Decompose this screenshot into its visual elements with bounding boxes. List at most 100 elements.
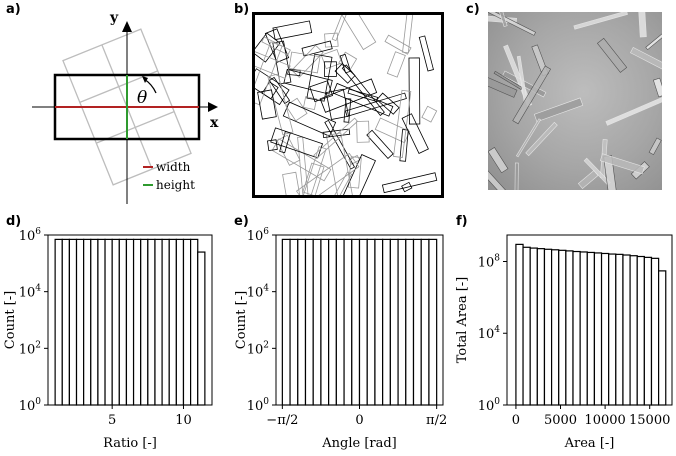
histogram-bar <box>397 238 407 406</box>
sample-rectangle <box>393 89 412 158</box>
sample-rectangle <box>401 113 429 154</box>
crystal-shape <box>630 46 662 81</box>
histogram-bar <box>320 238 330 406</box>
panel-label-b: b) <box>234 2 250 17</box>
x-tick-label: −π/2 <box>266 413 298 428</box>
sample-rectangle <box>347 88 379 102</box>
histogram-bar <box>168 238 177 406</box>
crystal-shape <box>488 147 509 174</box>
histogram-bar <box>118 238 128 406</box>
sample-rectangle <box>283 68 333 95</box>
y-tick-label: 100 <box>478 397 501 414</box>
histogram-bar <box>190 238 199 406</box>
synthetic-sample-image <box>252 12 444 198</box>
sample-rectangle <box>272 20 313 41</box>
crystal-shape <box>573 12 628 30</box>
histogram-bar <box>154 238 163 406</box>
sample-rectangle <box>344 92 407 117</box>
sample-rectangle <box>271 138 332 182</box>
sample-rectangle <box>402 12 415 54</box>
histogram-bar <box>132 238 142 406</box>
y-tick-label: 102 <box>19 340 41 357</box>
y-axis-label: Count [-] <box>234 291 249 349</box>
angle-symbol: θ <box>137 88 147 108</box>
histogram-bar <box>405 238 415 406</box>
sample-rectangle <box>338 12 377 51</box>
sample-rectangle <box>334 62 356 84</box>
sample-rectangle <box>374 117 411 144</box>
histogram-bar <box>281 238 291 406</box>
sample-rectangle <box>324 119 356 170</box>
y-tick-label: 106 <box>247 227 270 244</box>
x-axis-label: Angle [rad] <box>321 436 397 451</box>
histogram-bar <box>304 238 314 406</box>
y-tick-label: 104 <box>247 284 270 301</box>
histogram-bar <box>636 255 645 406</box>
histogram-bar <box>629 255 638 406</box>
histogram-bar <box>608 253 617 406</box>
sample-rectangle <box>288 51 321 74</box>
sample-rectangle <box>297 136 309 198</box>
panel-label-c: c) <box>466 2 480 17</box>
panel-label-d: d) <box>6 214 22 229</box>
histogram-bar <box>600 252 610 406</box>
histogram-bar <box>420 238 430 406</box>
histogram-bar <box>182 238 192 406</box>
crystal-shape <box>599 153 645 175</box>
sample-rectangle <box>285 97 308 122</box>
x-axis-label: Ratio [-] <box>103 436 157 451</box>
sample-rectangle <box>401 181 413 193</box>
histogram-bar <box>586 251 596 406</box>
crystal-shape <box>605 96 662 126</box>
histogram-bar <box>97 238 106 406</box>
crystal-shape <box>512 65 552 125</box>
histogram-bar <box>111 238 120 406</box>
y-tick-label: 104 <box>19 284 42 301</box>
sample-rectangle <box>324 61 337 77</box>
histogram-bar <box>335 238 345 406</box>
x-tick-label: 0 <box>355 413 363 428</box>
x-tick-label: 5 <box>108 413 116 428</box>
histogram-bar <box>125 238 135 406</box>
histogram-bar <box>75 238 85 406</box>
histogram-bar <box>389 238 399 406</box>
x-tick-label: 5000 <box>544 413 577 428</box>
histogram-bar <box>550 249 560 406</box>
y-axis-arrow <box>122 21 132 32</box>
crystal-shape <box>533 97 584 123</box>
histogram-bar <box>615 253 624 406</box>
sample-rectangle <box>320 49 343 70</box>
crystal-shape <box>653 77 662 98</box>
histogram-bar <box>61 238 70 406</box>
x-tick-label: 10 <box>175 413 192 428</box>
histogram-bar <box>197 251 206 406</box>
histogram-bar <box>104 238 113 406</box>
crystal-shape <box>596 37 628 73</box>
y-tick-label: 100 <box>19 397 42 414</box>
crystal-photo-shapes <box>488 12 662 190</box>
rectangle-diagram: θ x y width height <box>32 10 219 204</box>
sample-rectangle <box>376 92 400 115</box>
crystal-shape <box>488 158 515 190</box>
x-tick-label: 15000 <box>629 413 670 428</box>
histogram-bar <box>161 238 170 406</box>
histogram-bar <box>328 238 337 406</box>
histogram-bar <box>643 256 653 406</box>
histogram-bar <box>428 238 438 406</box>
sample-rectangle <box>332 82 394 117</box>
histogram-bar <box>543 248 553 406</box>
crystal-shape <box>648 137 662 156</box>
histogram-bar <box>558 249 567 406</box>
y-tick-label: 106 <box>19 227 42 244</box>
x-axis-label: Area [-] <box>564 436 615 451</box>
sample-rectangle <box>418 35 434 72</box>
plot-frame <box>506 234 673 406</box>
histogram-bar <box>572 250 581 406</box>
histogram-bar <box>522 246 531 406</box>
crystal-shape <box>645 24 662 51</box>
sample-rectangle <box>252 46 291 79</box>
sample-rectangle <box>343 98 352 123</box>
histogram-bar <box>536 248 546 406</box>
legend-width-label: width <box>156 160 191 174</box>
